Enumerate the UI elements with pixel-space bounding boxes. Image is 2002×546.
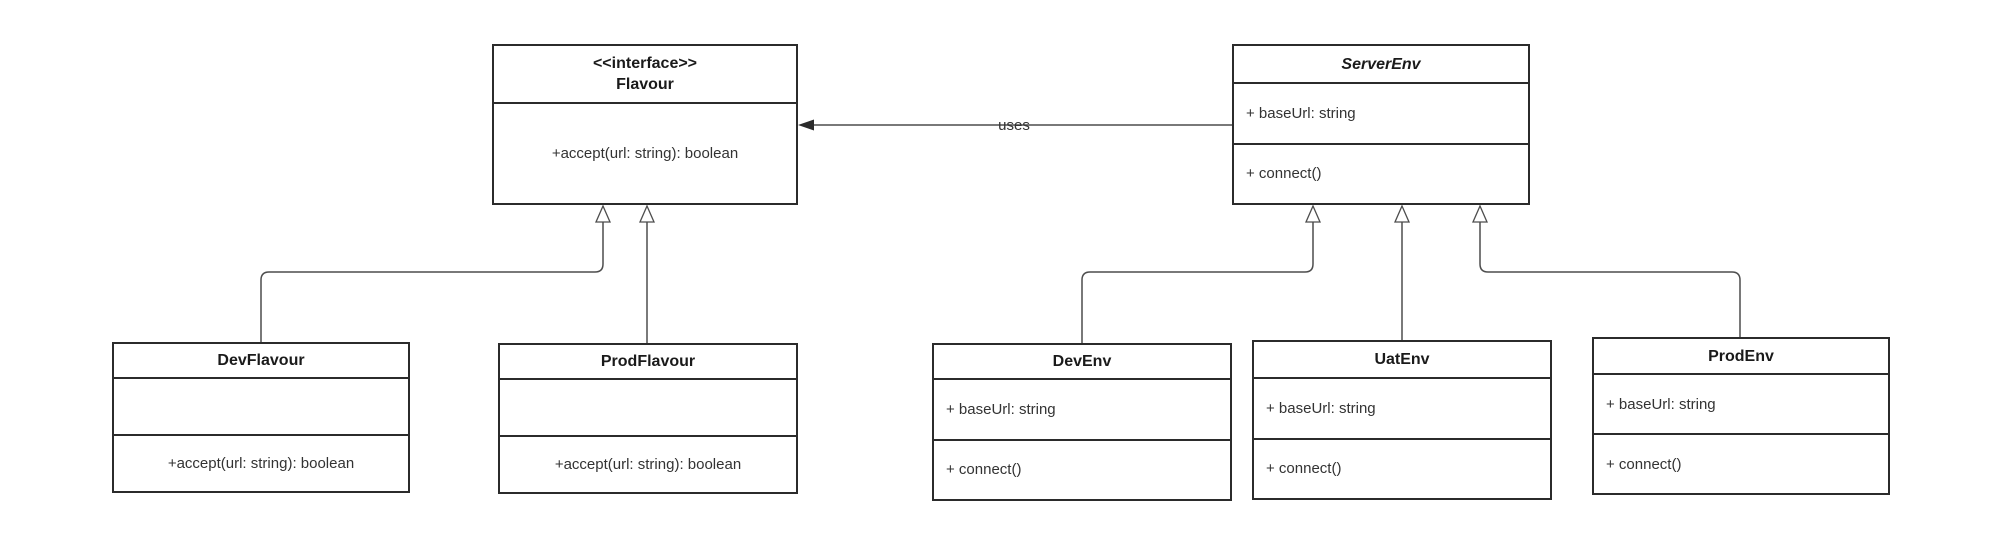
inheritance-arrow-uatenv-to-serverenv[interactable] — [1394, 204, 1410, 340]
class-name: DevFlavour — [217, 352, 305, 369]
class-name: UatEnv — [1374, 351, 1430, 368]
attribute-item: + baseUrl: string — [1606, 395, 1716, 413]
operations-compartment: + connect() — [934, 438, 1230, 500]
class-box-serverenv[interactable]: ServerEnv + baseUrl: string + connect() — [1232, 44, 1530, 205]
attributes-compartment — [500, 380, 796, 435]
inheritance-arrow-devenv-to-serverenv[interactable] — [1081, 204, 1321, 343]
operation-item: +accept(url: string): boolean — [554, 456, 742, 473]
operation-item: + connect() — [1246, 165, 1322, 183]
filled-arrowhead-icon — [798, 119, 814, 131]
class-name: ProdFlavour — [600, 353, 696, 370]
class-header: <<interface>> Flavour — [494, 46, 796, 104]
operations-compartment: +accept(url: string): boolean — [494, 104, 796, 203]
class-box-devenv[interactable]: DevEnv + baseUrl: string + connect() — [932, 343, 1232, 501]
operation-item: + connect() — [1606, 455, 1682, 473]
operations-compartment: +accept(url: string): boolean — [500, 435, 796, 492]
attribute-item: + baseUrl: string — [1246, 104, 1356, 122]
class-header: DevEnv — [934, 345, 1230, 380]
class-name: Flavour — [616, 76, 674, 93]
operations-compartment: + connect() — [1254, 437, 1550, 499]
attribute-item: + baseUrl: string — [1266, 399, 1376, 417]
class-header: ProdEnv — [1594, 339, 1888, 375]
operations-compartment: +accept(url: string): boolean — [114, 434, 408, 491]
operation-item: +accept(url: string): boolean — [551, 145, 739, 162]
class-box-prodflavour[interactable]: ProdFlavour +accept(url: string): boolea… — [498, 343, 798, 494]
class-header: UatEnv — [1254, 342, 1550, 379]
class-header: DevFlavour — [114, 344, 408, 379]
hollow-triangle-icon — [1305, 204, 1321, 223]
attributes-compartment: + baseUrl: string — [1594, 375, 1888, 433]
attribute-item: + baseUrl: string — [946, 400, 1056, 418]
attributes-compartment: + baseUrl: string — [934, 380, 1230, 439]
class-header: ProdFlavour — [500, 345, 796, 380]
inheritance-arrow-devflavour-to-flavour[interactable] — [260, 204, 611, 342]
inheritance-line — [1479, 222, 1741, 337]
attributes-compartment: + baseUrl: string — [1254, 379, 1550, 438]
inheritance-arrow-prodenv-to-serverenv[interactable] — [1472, 204, 1741, 337]
class-name: DevEnv — [1052, 353, 1112, 370]
class-box-flavour[interactable]: <<interface>> Flavour +accept(url: strin… — [492, 44, 798, 205]
stereotype-label: <<interface>> — [592, 55, 698, 72]
class-box-uatenv[interactable]: UatEnv + baseUrl: string + connect() — [1252, 340, 1552, 500]
attributes-compartment — [114, 379, 408, 434]
class-box-devflavour[interactable]: DevFlavour +accept(url: string): boolean — [112, 342, 410, 493]
operation-item: +accept(url: string): boolean — [167, 455, 355, 472]
class-box-prodenv[interactable]: ProdEnv + baseUrl: string + connect() — [1592, 337, 1890, 495]
inheritance-line — [260, 222, 604, 342]
class-name: ProdEnv — [1708, 347, 1774, 365]
inheritance-arrow-prodflavour-to-flavour[interactable] — [639, 204, 655, 343]
inheritance-line — [1081, 222, 1314, 343]
hollow-triangle-icon — [639, 204, 655, 223]
uses-arrow-serverenv-to-flavour[interactable]: uses — [798, 117, 1232, 134]
operations-compartment: + connect() — [1594, 433, 1888, 493]
class-name: ServerEnv — [1341, 55, 1421, 73]
hollow-triangle-icon — [1472, 204, 1488, 223]
uses-edge-label: uses — [998, 117, 1030, 134]
operations-compartment: + connect() — [1234, 142, 1528, 204]
class-header: ServerEnv — [1234, 46, 1528, 84]
hollow-triangle-icon — [1394, 204, 1410, 223]
operation-item: + connect() — [946, 461, 1022, 479]
hollow-triangle-icon — [595, 204, 611, 223]
attributes-compartment: + baseUrl: string — [1234, 84, 1528, 143]
operation-item: + connect() — [1266, 460, 1342, 478]
